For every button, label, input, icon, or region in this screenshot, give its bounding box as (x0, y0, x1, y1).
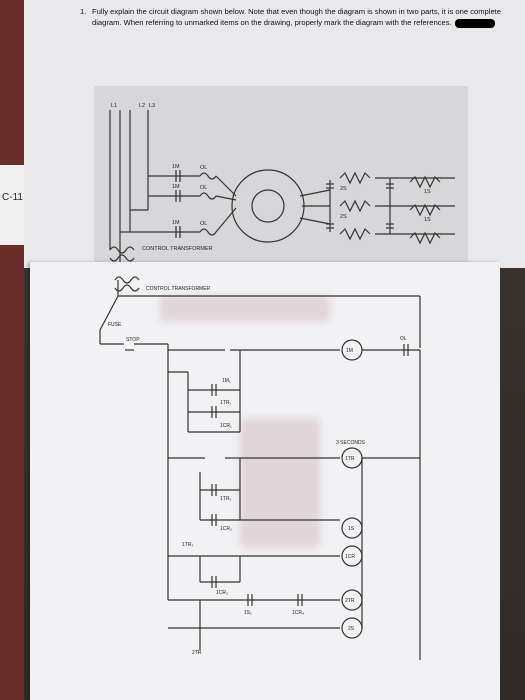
contact-label: 1S (424, 189, 431, 195)
contact-label: 1S (424, 217, 431, 223)
overload-label: OL (200, 185, 207, 191)
top-labels: L1 L2 L3 1M 1M 1M OL OL OL 2S 2S 1S 1S C… (111, 103, 431, 252)
timer-2tr-label: 2TR (345, 598, 355, 604)
ladder-labels: CONTROL TRANSFORMER FUSE STOP OL 1M 3 SE… (108, 286, 407, 656)
contact-label: 1CR₂ (220, 526, 232, 532)
contact-label: 1TR₃ (182, 542, 193, 548)
contact-label: 1TR₂ (220, 496, 231, 502)
contact-label: 1S₁ (244, 610, 252, 616)
timer-1tr-label: 1TR (345, 456, 355, 462)
coil-1s-label: 1S (348, 526, 355, 532)
fuse-label: FUSE (108, 322, 122, 328)
contact-label: 1CR₄ (292, 610, 304, 616)
contact-label: 1M (172, 164, 180, 170)
seconds-label: 3 SECONDS (336, 440, 366, 446)
contact-label: 2S (340, 186, 347, 192)
line-label: L1 (111, 103, 117, 109)
contact-label: 1CR₃ (216, 590, 228, 596)
transformer-label: CONTROL TRANSFORMER (146, 286, 211, 292)
contact-label: 1CR₁ (220, 423, 232, 429)
contact-label: 2TR (192, 650, 202, 656)
coil-1m-label: 1M (346, 348, 353, 354)
diagram-panel-top (94, 86, 468, 268)
line-label: L2 (139, 103, 145, 109)
contact-label: 1M₁ (222, 378, 231, 384)
overload-label: OL (200, 165, 207, 171)
question-text: Fully explain the circuit diagram shown … (92, 7, 502, 28)
top-power-circuit (109, 110, 455, 262)
left-adjacent-page-light (0, 165, 24, 245)
control-ladder (99, 276, 421, 660)
redaction-mark (454, 18, 495, 28)
smudge (160, 296, 330, 322)
overload-label: OL (200, 221, 207, 227)
ol-label: OL (400, 336, 407, 342)
contact-label: 2S (340, 214, 347, 220)
line-label: L3 (149, 103, 155, 109)
left-adjacent-page (0, 0, 24, 700)
coil-2s-label: 2S (348, 626, 355, 632)
question: 1. Fully explain the circuit diagram sho… (80, 6, 512, 28)
stop-label: STOP (126, 337, 140, 343)
smudge (240, 418, 320, 548)
contact-label: 1M (172, 184, 180, 190)
contact-label: 1TR₁ (220, 400, 231, 406)
adjacent-page-label: C-11 (2, 192, 23, 203)
coil-1cr-label: 1CR (345, 554, 355, 560)
transformer-label: CONTROL TRANSFORMER (142, 246, 213, 252)
contact-label: 1M (172, 220, 180, 226)
question-number: 1. (80, 7, 87, 16)
